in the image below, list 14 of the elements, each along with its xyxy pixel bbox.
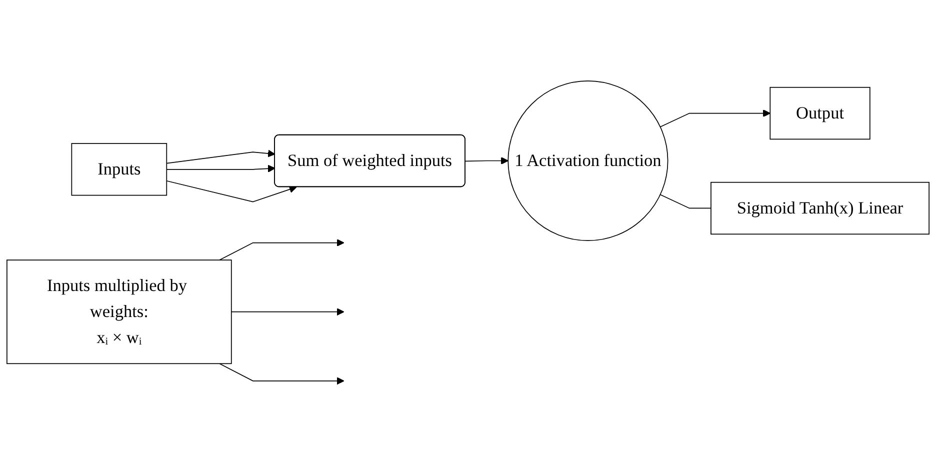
arrow xyxy=(464,157,508,165)
node-box: Inputs multiplied by weights: xᵢ × wᵢ xyxy=(6,260,232,364)
arrow xyxy=(166,150,276,164)
arrow xyxy=(166,164,276,172)
arrow xyxy=(166,180,297,202)
arrow xyxy=(219,239,344,261)
node-box: Output xyxy=(770,87,870,140)
node-box: Sigmoid Tanh(x) Linear xyxy=(710,182,930,235)
arrow xyxy=(230,308,344,316)
arrow xyxy=(660,110,770,128)
arrow xyxy=(219,363,344,385)
connector xyxy=(660,194,712,209)
node-box: Inputs xyxy=(71,143,168,196)
node-circle: 1 Activation function xyxy=(508,80,668,242)
